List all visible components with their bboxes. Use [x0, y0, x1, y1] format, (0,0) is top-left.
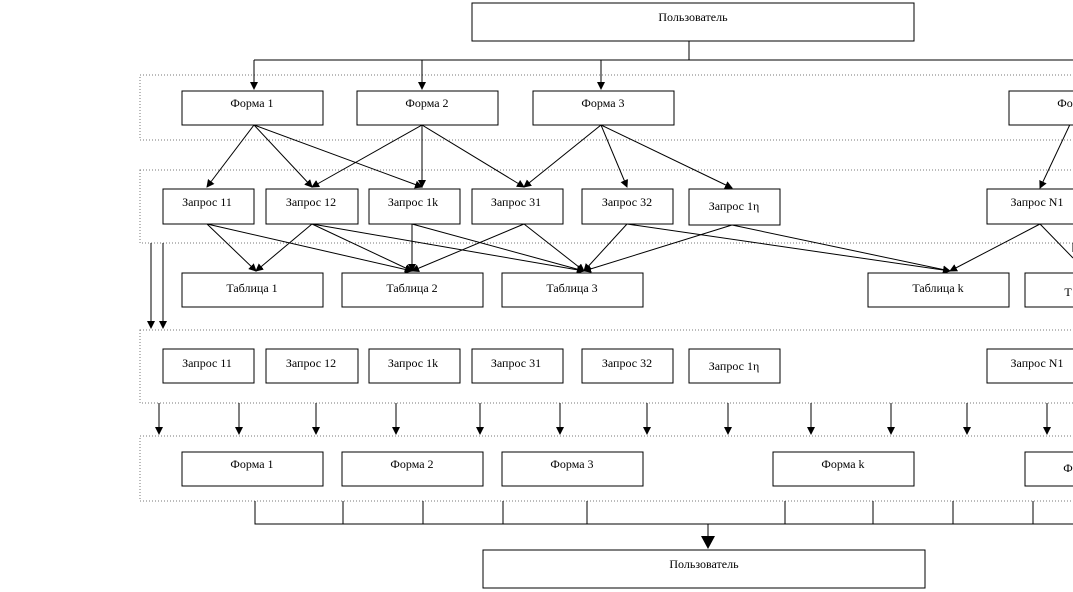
form-label: Форма 1 [230, 96, 273, 110]
query-label: Запрос 32 [602, 356, 652, 370]
arrow-f3-q31 [523, 124, 602, 188]
form-box [772, 451, 915, 487]
query-box [581, 188, 674, 225]
table-label: Таблица 3 [546, 281, 597, 295]
table-label: Таблица 1 [226, 281, 277, 295]
query-label: Запрос 11 [182, 195, 232, 209]
forms-top-group [139, 74, 1073, 141]
arrow-qn1-t5 [1039, 223, 1073, 259]
form-box [1024, 451, 1073, 487]
arrow-f3-q32 [600, 124, 628, 188]
arrow-f2-q31 [421, 124, 525, 188]
query-box [581, 348, 674, 384]
form-label: Форма 3 [581, 96, 624, 110]
form-box [356, 90, 499, 126]
arrow-f1-q11 [206, 124, 255, 188]
queries-bottom-group [139, 329, 1073, 404]
arrow-q11-t2 [206, 223, 413, 274]
query-label: Запрос 11 [182, 356, 232, 370]
arrow-f1-q1k [253, 124, 423, 189]
user-top-label: Пользователь [658, 10, 728, 24]
arrow-f1-q12 [253, 124, 313, 188]
user-bottom-label: Пользователь [669, 557, 739, 571]
form-box [181, 451, 324, 487]
table-box [501, 272, 644, 308]
query-box [162, 348, 255, 384]
query-label: Запрос N1 [1011, 356, 1064, 370]
query-box [368, 348, 461, 384]
form-label: Форма k [821, 457, 864, 471]
form-label: Форма 1 [230, 457, 273, 471]
arrow-q11-t1 [206, 223, 257, 272]
query-label: Запрос 12 [286, 195, 336, 209]
form-box [341, 451, 484, 487]
arrow-q31-t2 [411, 223, 525, 272]
arrow-q12-t2 [311, 223, 413, 272]
boxes [162, 2, 1073, 589]
query-box [265, 188, 359, 225]
form-label: Форма 3 [550, 457, 593, 471]
query-box [986, 188, 1073, 225]
query-label: Запрос 32 [602, 195, 652, 209]
table-label: Таблица k [912, 281, 963, 295]
form-label: Ф [1063, 461, 1072, 475]
connectors [147, 41, 1073, 549]
table-box [1024, 272, 1073, 308]
table-box [867, 272, 1010, 308]
query-label: Запрос 1η [709, 199, 760, 213]
query-box [986, 348, 1073, 384]
arrow-q1n-t3 [583, 224, 733, 273]
query-box [688, 188, 781, 226]
query-label: Запрос 31 [491, 195, 541, 209]
user-bottom-box [482, 549, 926, 589]
form-box [501, 451, 644, 487]
form-label: Фо [1057, 96, 1072, 110]
arrow-q32-t3 [583, 223, 628, 272]
arrow-f3-q1n [600, 124, 733, 189]
query-box [471, 188, 564, 225]
arrow-q1k-t3 [411, 223, 585, 274]
table-label: Т [1064, 285, 1072, 299]
arrow-q12-t3 [311, 223, 585, 274]
user-top-connector [254, 41, 1073, 61]
query-box [368, 188, 461, 225]
query-box [162, 188, 255, 225]
query-label: Запрос 1η [709, 359, 760, 373]
table-label: Таблица 2 [386, 281, 437, 295]
query-label: Запрос 1k [388, 356, 438, 370]
form-box [1008, 90, 1073, 126]
arrow-fn-qn1 [1039, 117, 1073, 189]
form-box [181, 90, 324, 126]
query-label: Запрос N1 [1011, 195, 1064, 209]
table-box [181, 272, 324, 308]
arrow-q31-t3 [523, 223, 585, 272]
query-label: Запрос 31 [491, 356, 541, 370]
query-box [471, 348, 564, 384]
form-box [532, 90, 675, 126]
forms-bottom-group [139, 435, 1073, 502]
query-box [688, 348, 781, 384]
arrow-qn1-tk [949, 223, 1041, 272]
arrow-q1n-tk [731, 224, 951, 274]
query-box [265, 348, 359, 384]
arrow-q32-tk [626, 223, 951, 274]
query-label: Запрос 12 [286, 356, 336, 370]
bottom-bus [254, 501, 1073, 525]
arrow-f2-q12 [311, 124, 423, 188]
user-top-box [471, 2, 915, 42]
form-label: Форма 2 [390, 457, 433, 471]
labels: Пользователь Форма 1 Форма 2 Форма 3 Фо … [182, 10, 1073, 571]
query-label: Запрос 1k [388, 195, 438, 209]
form-label: Форма 2 [405, 96, 448, 110]
arrow-q12-t1 [255, 223, 313, 272]
table-box [341, 272, 484, 308]
